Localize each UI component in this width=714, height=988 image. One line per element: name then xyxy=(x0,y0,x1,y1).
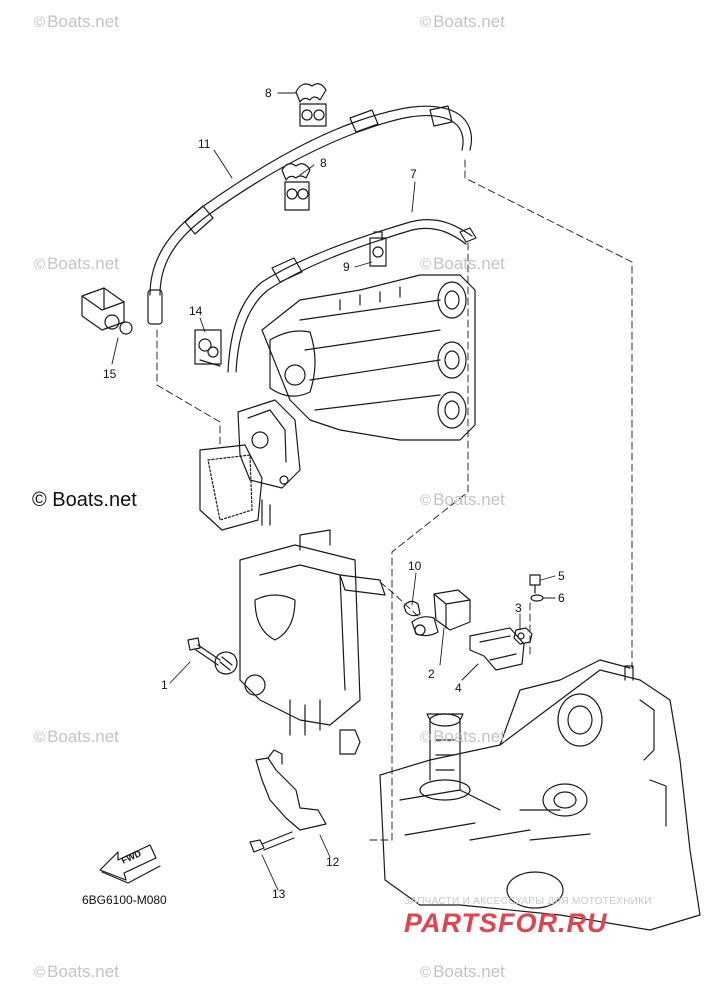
callout-12: 12 xyxy=(326,855,340,869)
watermark: ©Boats.net xyxy=(34,962,119,981)
callout-8: 8 xyxy=(265,86,272,100)
shop-logo: PARTSFOR.RU xyxy=(404,908,608,938)
callout-1: 1 xyxy=(161,678,168,692)
clip-14 xyxy=(194,329,222,367)
callout-14: 14 xyxy=(189,304,203,318)
washer-part-6 xyxy=(530,594,544,602)
watermark: ©Boats.net xyxy=(420,12,505,31)
clip-8-upper xyxy=(295,83,327,127)
clip-15 xyxy=(81,287,133,335)
hose-11 xyxy=(147,105,473,325)
fwd-arrow-icon xyxy=(99,844,161,884)
shop-logo-tagline: ЗАПЧАСТИ И АКСЕССУАРЫ ДЛЯ МОТОТЕХНИКИ xyxy=(404,896,652,907)
callout-9: 9 xyxy=(343,260,350,274)
watermark: ©Boats.net xyxy=(420,490,505,509)
callout-10: 10 xyxy=(408,559,422,573)
clip-part-10 xyxy=(403,600,421,617)
leader-lines xyxy=(111,92,556,891)
watermark: ©Boats.net xyxy=(34,254,119,273)
callout-15: 15 xyxy=(103,367,117,381)
callout-8: 8 xyxy=(320,156,327,170)
callout-7: 7 xyxy=(410,167,417,181)
watermark: ©Boats.net xyxy=(420,962,505,981)
callout-13: 13 xyxy=(272,887,286,901)
watermark: ©Boats.net xyxy=(34,12,119,31)
bolt-part-5 xyxy=(529,574,541,594)
callout-6: 6 xyxy=(558,591,565,605)
hose-7 xyxy=(227,219,477,373)
valve-part-2 xyxy=(411,589,471,637)
clip-9 xyxy=(369,231,387,267)
callout-4: 4 xyxy=(455,681,462,695)
bracket-part-4 xyxy=(469,627,525,671)
nut-part-3 xyxy=(513,627,533,645)
bracket-part-12 xyxy=(255,749,327,831)
callout-5: 5 xyxy=(558,569,565,583)
intake-manifold xyxy=(261,274,476,441)
clip-8-lower xyxy=(281,163,311,211)
bolt-part-13 xyxy=(249,831,295,853)
watermark: ©Boats.net xyxy=(34,727,119,746)
bolt-part-1 xyxy=(187,637,238,675)
callout-11: 11 xyxy=(198,137,211,151)
dashed-leaders xyxy=(156,159,633,841)
watermark: ©Boats.net xyxy=(420,254,505,273)
diagram-code: 6BG6100-M080 xyxy=(82,893,167,907)
copyright-notice: © Boats.net xyxy=(32,489,137,511)
callout-2: 2 xyxy=(428,667,435,681)
callout-3: 3 xyxy=(515,601,522,615)
watermark: ©Boats.net xyxy=(420,727,505,746)
carb-body-lower xyxy=(239,529,386,755)
engine-block xyxy=(379,659,701,931)
carburetor-assembly xyxy=(199,399,301,531)
